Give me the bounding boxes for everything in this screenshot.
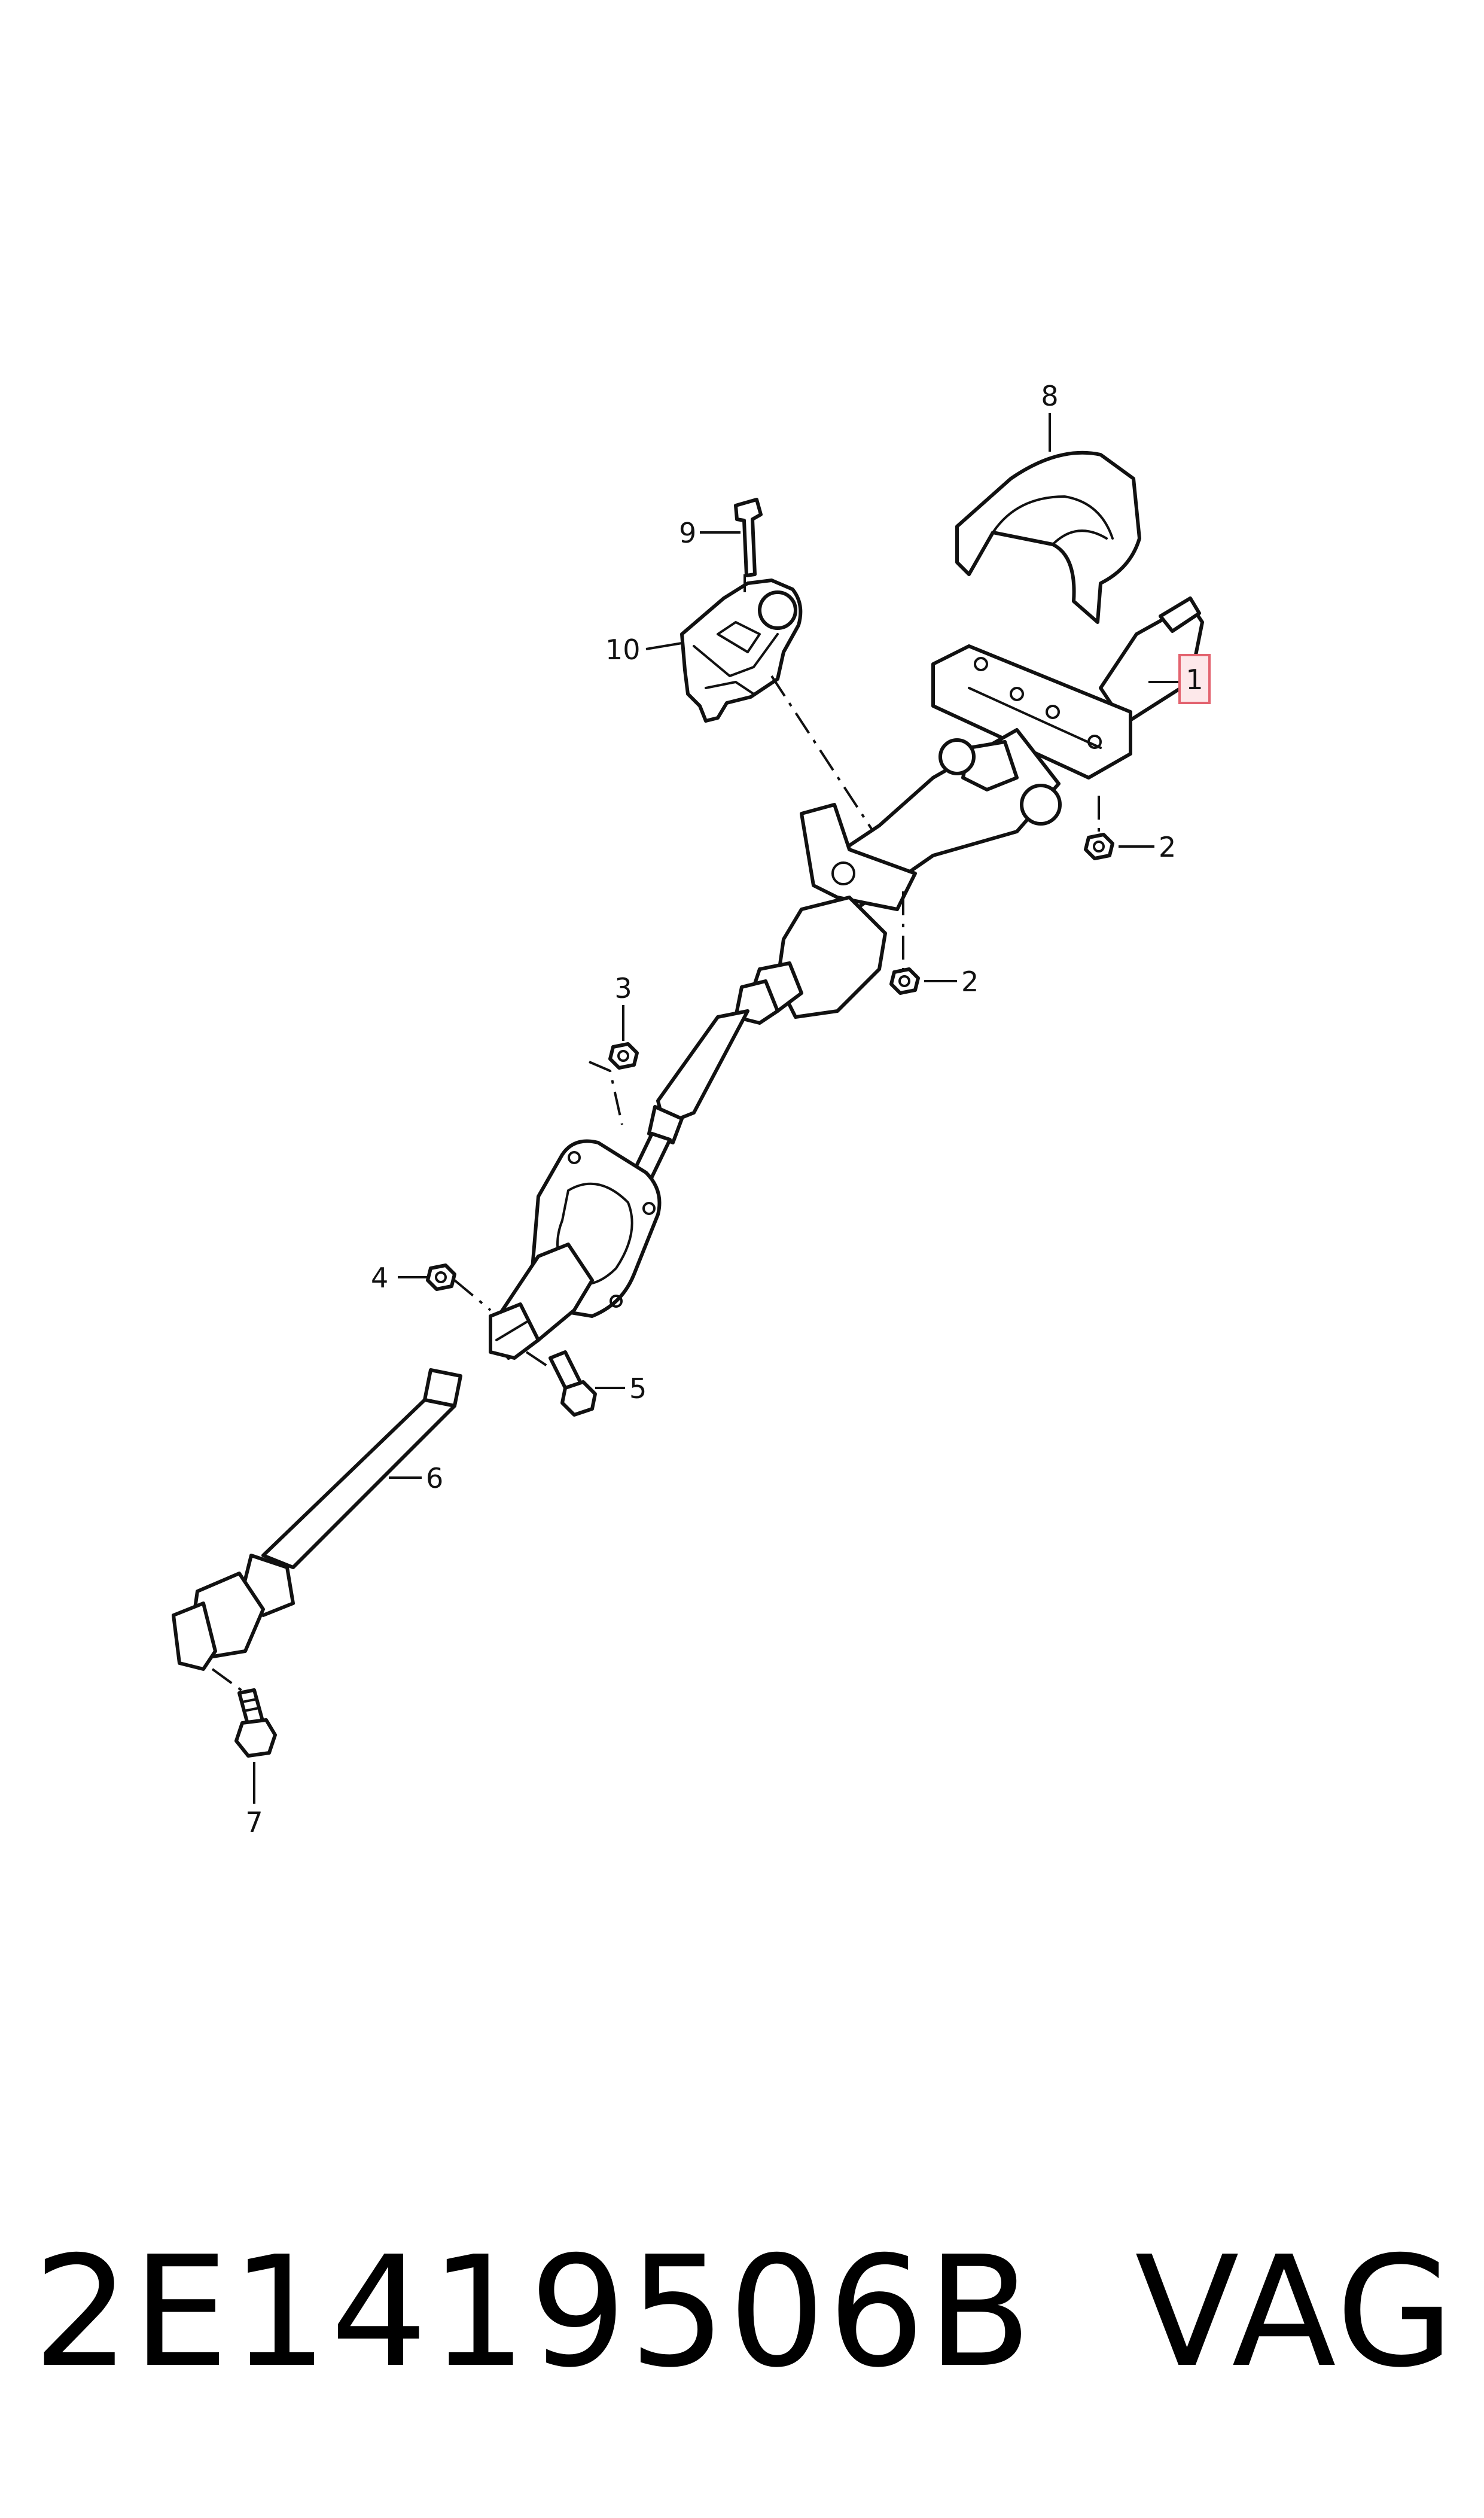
callout-8[interactable]: 8 xyxy=(1041,380,1058,412)
part-3-nut xyxy=(608,1042,639,1070)
callout-3[interactable]: 3 xyxy=(614,972,632,1004)
callout-2-lower[interactable]: 2 xyxy=(961,966,979,998)
brand-text: VAG xyxy=(1135,2223,1456,2401)
callout-1[interactable]: 1 xyxy=(1186,663,1203,696)
caption-bar: 2E1419506B VAG xyxy=(33,2213,1456,2411)
callout-7[interactable]: 7 xyxy=(245,1806,263,1838)
part-4-nut xyxy=(426,1263,456,1291)
part-1-steering-column xyxy=(734,596,1204,1025)
part-2-nut-upper xyxy=(1084,833,1114,860)
callout-5[interactable]: 5 xyxy=(629,1372,647,1405)
part-10-lock-housing xyxy=(680,578,803,723)
part-9-clip xyxy=(734,498,763,577)
callout-1-highlight xyxy=(1178,654,1211,704)
callout-9[interactable]: 9 xyxy=(679,517,696,549)
column-boot-seal xyxy=(489,1139,662,1360)
part-6-lower-shaft xyxy=(172,1368,462,1671)
part-8-column-cover xyxy=(955,450,1141,624)
assembly-lines xyxy=(211,574,1100,1694)
part-2-nut-lower xyxy=(889,967,920,995)
callout-labels: 1 2 2 3 4 5 6 7 8 9 10 xyxy=(245,380,1203,1838)
callout-4[interactable]: 4 xyxy=(371,1262,388,1294)
callout-6[interactable]: 6 xyxy=(426,1462,443,1494)
callout-10[interactable]: 10 xyxy=(605,634,641,666)
leader-lines xyxy=(253,413,1184,1804)
part-number-text: 2E1419506B xyxy=(33,2223,1034,2401)
part-7-bolt xyxy=(234,1688,277,1758)
callout-2-upper[interactable]: 2 xyxy=(1159,831,1176,863)
part-5-bolt xyxy=(548,1350,597,1417)
